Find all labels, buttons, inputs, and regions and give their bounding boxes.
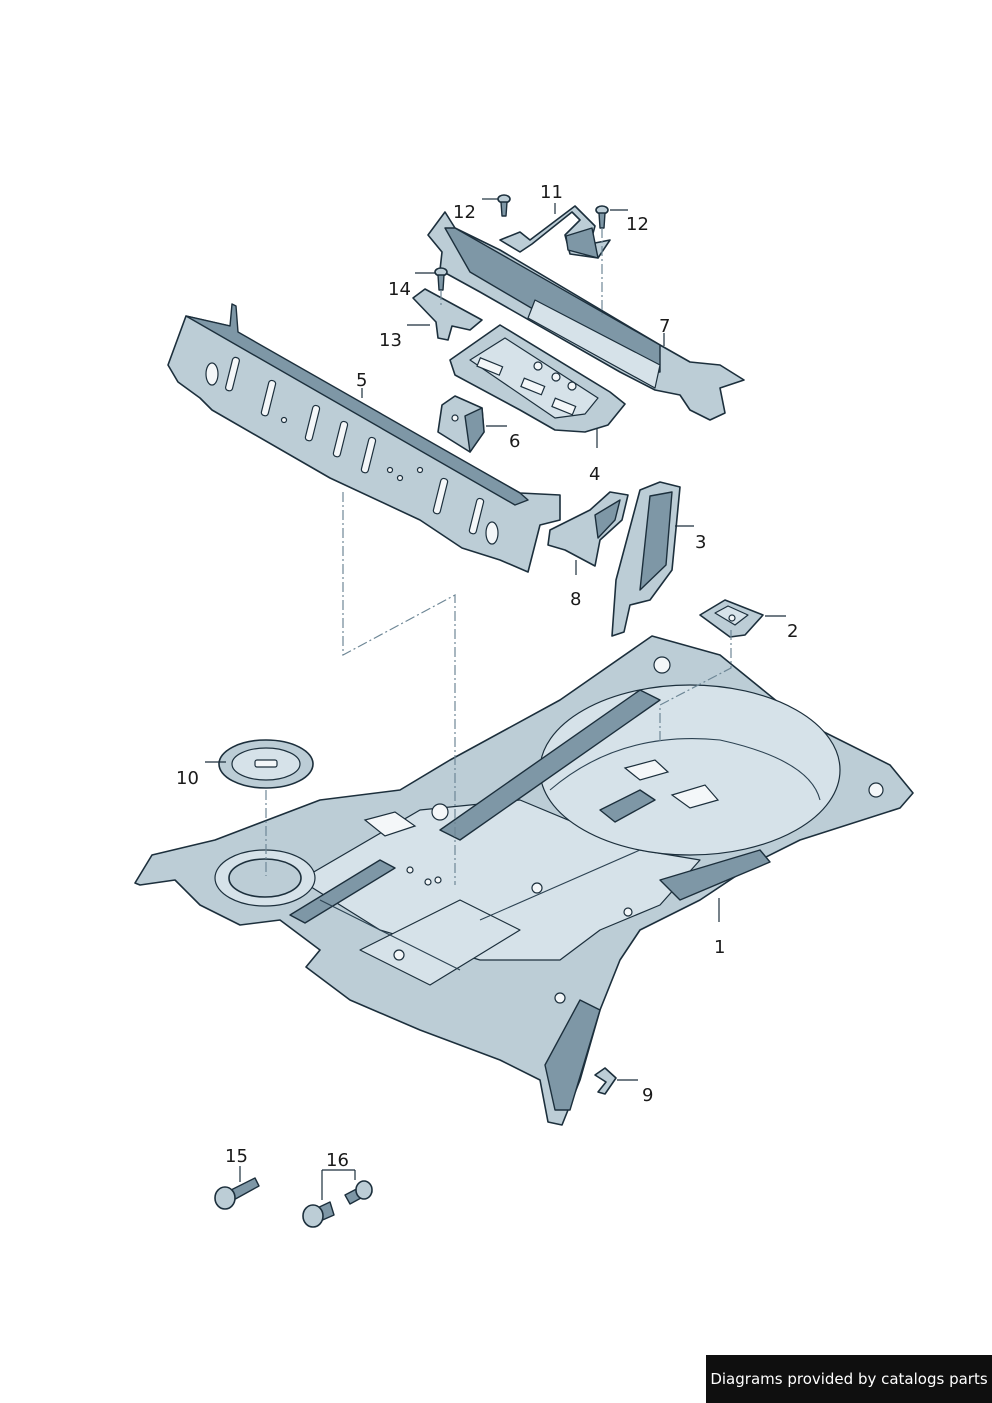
- callout-10: 10: [176, 768, 199, 789]
- callout-12-right: 12: [626, 214, 649, 235]
- part-1-floor-pan: [134, 635, 914, 1126]
- callout-14: 14: [388, 279, 411, 300]
- callout-12-left: 12: [453, 202, 476, 223]
- credit-banner: Diagrams provided by catalogs parts: [706, 1355, 992, 1403]
- callout-5: 5: [356, 370, 367, 391]
- callout-9: 9: [642, 1085, 653, 1106]
- callout-11: 11: [540, 182, 563, 203]
- callout-2: 2: [787, 621, 798, 642]
- part-11-strap: [499, 205, 611, 259]
- part-6-block: [437, 395, 485, 453]
- callout-6: 6: [509, 431, 520, 452]
- part-14-bolt: [434, 267, 448, 291]
- part-16-fasteners: [302, 1180, 373, 1228]
- part-3-side-bracket: [611, 481, 681, 637]
- callout-4: 4: [589, 464, 600, 485]
- callout-15: 15: [225, 1146, 248, 1167]
- callout-8: 8: [570, 589, 581, 610]
- part-15-screw: [214, 1177, 260, 1210]
- part-12-bolt-left: [497, 194, 511, 217]
- callout-16: 16: [326, 1150, 349, 1171]
- callout-1: 1: [714, 937, 725, 958]
- assembly-guide-lines: [265, 228, 732, 885]
- part-7-upper-rail: [427, 211, 745, 421]
- leader-lines: [205, 198, 786, 1200]
- part-2-plate: [699, 599, 764, 638]
- part-9-clip: [594, 1067, 617, 1095]
- part-8-angle-bracket: [547, 491, 629, 567]
- part-12-bolt-right: [595, 205, 609, 229]
- part-10-oval-cover: [218, 739, 314, 789]
- callout-7: 7: [659, 316, 670, 337]
- callout-3: 3: [695, 532, 706, 553]
- part-5-cross-member: [167, 303, 561, 573]
- callout-13: 13: [379, 330, 402, 351]
- callout-labels: 1 2 3 4 5 6 7 8 9 10 11 12 12 13 14 15 1…: [176, 182, 798, 1171]
- part-13-bracket: [412, 288, 483, 341]
